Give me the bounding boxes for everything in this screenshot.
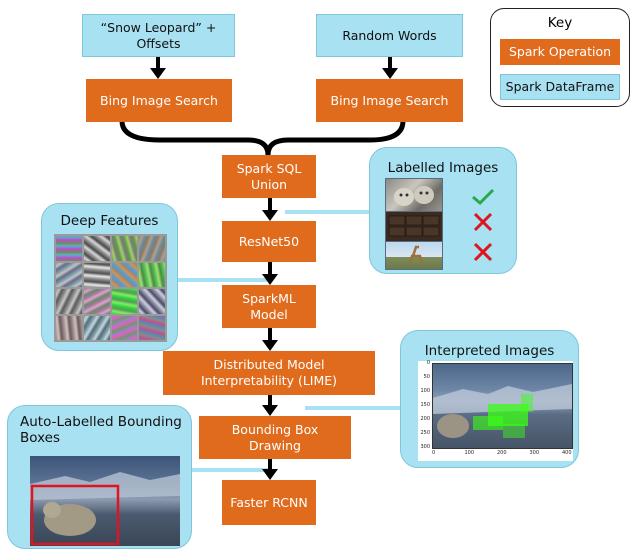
distributed-lime: Distributed Model Interpretability (LIME…: [163, 351, 375, 395]
labelled-images-panel: Labelled Images: [369, 147, 517, 274]
merge-brace: [119, 120, 406, 156]
interpreted-images-panel: Interpreted Images 0 50 100 150 200 250 300 0 1…: [400, 330, 579, 468]
faster-rcnn: Faster RCNN: [222, 480, 316, 525]
feature-filter-thumb: [111, 289, 138, 314]
cross-icon: [473, 242, 493, 262]
bing-search-2: Bing Image Search: [316, 79, 463, 122]
y-axis-ticks: 0 50 100 150 200 250 300: [418, 360, 431, 450]
arrowhead-input2-bing2: [382, 68, 398, 79]
input-random-words: Random Words: [316, 14, 463, 57]
feature-filter-thumb: [139, 315, 165, 340]
feature-filter-thumb: [56, 289, 82, 314]
arrowhead-sparkml-lime: [262, 340, 278, 351]
x-tick-label: 0: [432, 450, 436, 456]
feature-filter-thumb: [83, 315, 110, 340]
arrowhead-input1-bing1: [150, 68, 166, 79]
y-tick-label: 150: [420, 402, 430, 408]
bing-search-1: Bing Image Search: [86, 79, 232, 122]
labelled-image-leopard: [385, 178, 443, 213]
labelled-images-title: Labelled Images: [387, 160, 499, 176]
bounding-box: [30, 484, 120, 546]
bounding-box-drawing: Bounding Box Drawing: [199, 416, 351, 459]
feature-filter-thumb: [139, 289, 165, 314]
y-tick-label: 100: [420, 388, 430, 394]
y-tick-label: 0: [426, 360, 430, 366]
feature-filter-thumb: [56, 262, 82, 287]
x-tick-label: 400: [562, 450, 572, 456]
x-tick-label: 100: [464, 450, 475, 456]
feature-filter-thumb: [56, 315, 82, 340]
y-tick-label: 50: [423, 374, 430, 380]
feature-filter-thumb: [83, 236, 110, 261]
auto-labelled-panel: Auto-Labelled Bounding Boxes: [7, 405, 192, 549]
arrowhead-resnet-sparkml: [262, 274, 278, 285]
feature-grid: [54, 234, 167, 342]
key-spark-dataframe: Spark DataFrame: [500, 74, 620, 100]
resnet50: ResNet50: [222, 221, 316, 262]
interpreted-plot: 0 50 100 150 200 250 300 0 100 200 300 400: [418, 360, 573, 461]
spark-sql-union: Spark SQL Union: [222, 155, 316, 198]
labelled-image-giraffe: [385, 241, 443, 270]
auto-labelled-image: [30, 456, 180, 546]
key-spark-operation: Spark Operation: [500, 39, 620, 65]
legend-key: Key Spark Operation Spark DataFrame: [490, 8, 630, 107]
deep-features-title: Deep Features: [60, 213, 159, 229]
y-tick-label: 200: [420, 416, 430, 422]
x-tick-label: 300: [529, 450, 540, 456]
y-tick-label: 300: [420, 444, 430, 450]
feature-filter-thumb: [83, 262, 110, 287]
feature-filter-thumb: [139, 236, 165, 261]
sparkml-model: SparkML Model: [222, 285, 316, 328]
feature-filter-thumb: [56, 236, 82, 261]
feature-filter-thumb: [111, 262, 138, 287]
feature-filter-thumb: [111, 236, 138, 261]
key-title: Key: [547, 15, 573, 31]
interpreted-image: [432, 363, 573, 449]
arrowhead-union-resnet: [262, 210, 278, 221]
x-axis-ticks: 0 100 200 300 400: [432, 450, 572, 459]
feature-filter-thumb: [111, 315, 138, 340]
deep-features-panel: Deep Features: [41, 203, 178, 351]
auto-labelled-title: Auto-Labelled Bounding Boxes: [20, 414, 182, 447]
x-tick-label: 200: [497, 450, 507, 456]
input-snow-leopard: “Snow Leopard” + Offsets: [82, 14, 235, 57]
arrowhead-lime-bbox: [262, 405, 278, 416]
feature-filter-thumb: [139, 262, 165, 287]
interpreted-images-title: Interpreted Images: [424, 343, 555, 359]
arrowhead-bbox-rcnn: [262, 469, 278, 480]
feature-filter-thumb: [83, 289, 110, 314]
labelled-image-dresser: [385, 211, 443, 243]
check-icon: [472, 188, 495, 206]
y-tick-label: 250: [420, 430, 430, 436]
cross-icon: [473, 212, 493, 232]
